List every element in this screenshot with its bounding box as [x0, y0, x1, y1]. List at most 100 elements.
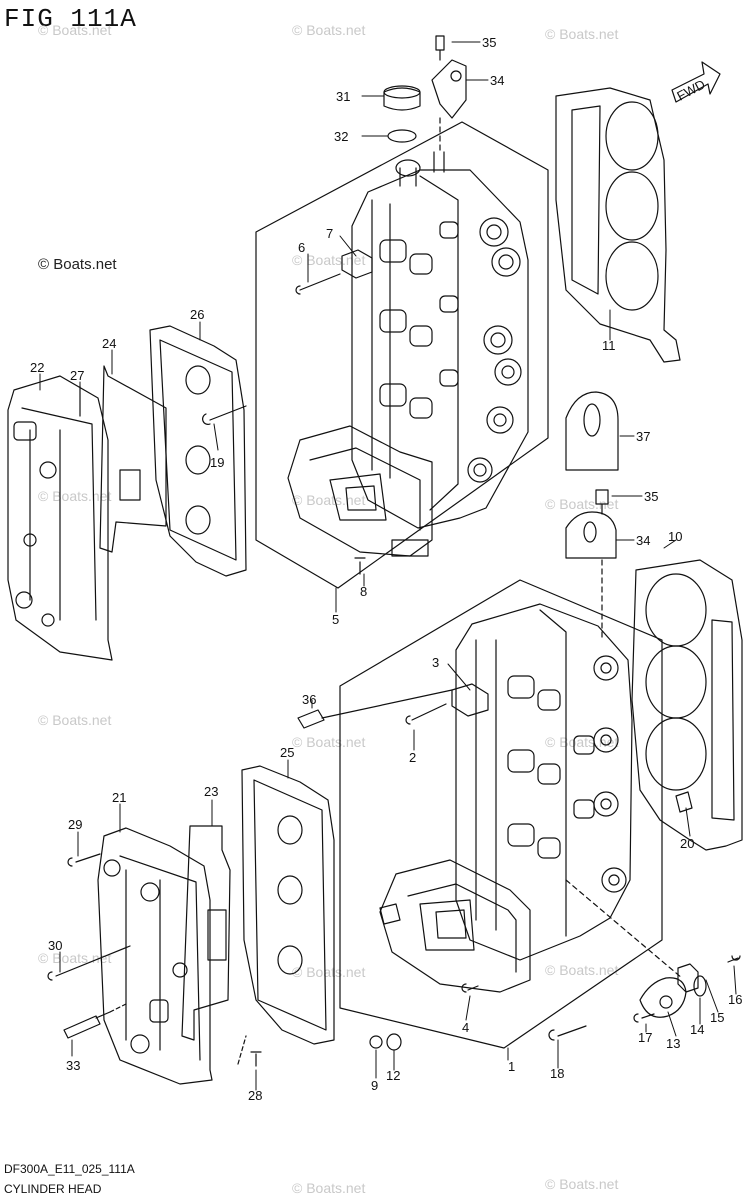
callout-35: 35	[482, 35, 496, 50]
bolt-35-top	[435, 35, 445, 61]
bracket-7	[341, 249, 373, 279]
callout-37: 37	[636, 429, 650, 444]
lower-cam-bores	[593, 655, 627, 893]
upper-cam-bores	[467, 217, 522, 483]
bracket-3	[451, 683, 489, 717]
thermostat-15	[677, 963, 699, 993]
gasket-23	[181, 825, 231, 1041]
callout-10: 10	[668, 529, 682, 544]
callout-32: 32	[334, 129, 348, 144]
lower-head-frame	[339, 579, 663, 1049]
watermark: © Boats.net	[292, 22, 366, 38]
callout-1: 1	[508, 1059, 515, 1074]
callout-19: 19	[210, 455, 224, 470]
gasket-11	[555, 87, 681, 363]
bolt-2	[405, 703, 447, 725]
bolt-19	[202, 405, 247, 425]
watermark: © Boats.net	[292, 252, 366, 268]
callout-35: 35	[644, 489, 658, 504]
filler-cap-31	[383, 87, 421, 111]
watermark: © Boats.net	[38, 256, 117, 273]
callout-36: 36	[302, 692, 316, 707]
oring-14	[693, 975, 707, 997]
lifting-eye-37	[565, 391, 619, 471]
callout-29: 29	[68, 817, 82, 832]
callout-25: 25	[280, 745, 294, 760]
upper-ports	[379, 221, 459, 419]
watermark: © Boats.net	[38, 950, 112, 966]
callout-26: 26	[190, 307, 204, 322]
dowel-36-line	[321, 689, 453, 719]
dowel-36	[297, 709, 325, 729]
spark-plug-33	[63, 1011, 111, 1039]
callout-22: 22	[30, 360, 44, 375]
watermark: © Boats.net	[292, 1180, 366, 1196]
callout-34: 34	[636, 533, 650, 548]
head-cover-21	[97, 827, 213, 1085]
callout-16: 16	[728, 992, 742, 1007]
gasket-10	[631, 559, 743, 851]
upper-cylinder-head	[287, 151, 529, 557]
callout-24: 24	[102, 336, 116, 351]
figure-title: FIG 111A	[4, 4, 137, 34]
fwd-arrow	[671, 61, 721, 103]
head-cover-22	[7, 375, 113, 661]
bolt-28	[250, 1051, 262, 1067]
watermark: © Boats.net	[545, 1176, 619, 1192]
bolt-17	[633, 1013, 655, 1023]
lower-cylinder-head	[379, 603, 633, 993]
bolt-29	[67, 853, 101, 867]
bolt-4	[461, 983, 479, 993]
gasket-26	[149, 325, 247, 577]
bolt-8	[354, 557, 366, 575]
figure-code: DF300A_E11_025_111A	[4, 1162, 135, 1176]
watermark: © Boats.net	[545, 962, 619, 978]
callout-13: 13	[666, 1036, 680, 1051]
callout-23: 23	[204, 784, 218, 799]
lifting-eye-34-mid	[565, 511, 617, 559]
callout-34: 34	[490, 73, 504, 88]
watermark: © Boats.net	[38, 712, 112, 728]
lifting-eye-34-top	[431, 59, 467, 119]
callout-numbers: 1 2 3 4 5 6 7 8 9 10 11 12 13 14 15 16 1…	[30, 35, 742, 1103]
watermark: © Boats.net	[38, 22, 112, 38]
callout-17: 17	[638, 1030, 652, 1045]
callout-15: 15	[710, 1010, 724, 1025]
callout-5: 5	[332, 612, 339, 627]
callout-27: 27	[70, 368, 84, 383]
callout-11: 11	[602, 338, 616, 353]
figure-caption: CYLINDER HEAD	[4, 1182, 102, 1196]
upper-head-frame	[255, 121, 549, 589]
fwd-label: FWD	[674, 77, 707, 104]
callout-7: 7	[326, 226, 333, 241]
callout-6: 6	[298, 240, 305, 255]
gasket-24	[99, 365, 167, 553]
oring-32	[387, 129, 417, 143]
watermark: © Boats.net	[292, 964, 366, 980]
bolt-16	[727, 955, 741, 963]
bolt-35-mid	[595, 489, 609, 515]
callout-21: 21	[112, 790, 126, 805]
bolt-18	[548, 1025, 587, 1041]
watermark: © Boats.net	[292, 734, 366, 750]
callout-33: 33	[66, 1058, 80, 1073]
callout-31: 31	[336, 89, 350, 104]
callout-3: 3	[432, 655, 439, 670]
plug-9	[369, 1035, 383, 1049]
bolt-30	[47, 945, 131, 981]
lower-ports	[507, 675, 595, 859]
watermark: © Boats.net	[545, 734, 619, 750]
callout-30: 30	[48, 938, 62, 953]
callout-2: 2	[409, 750, 416, 765]
bolt-6	[295, 273, 341, 295]
dash-thermostat	[565, 879, 683, 979]
watermark: © Boats.net	[545, 26, 619, 42]
gasket-25	[241, 765, 335, 1045]
callout-18: 18	[550, 1066, 564, 1081]
callout-8: 8	[360, 584, 367, 599]
leader-lines	[39, 41, 737, 1091]
washer-12	[386, 1033, 402, 1051]
callout-14: 14	[690, 1022, 704, 1037]
